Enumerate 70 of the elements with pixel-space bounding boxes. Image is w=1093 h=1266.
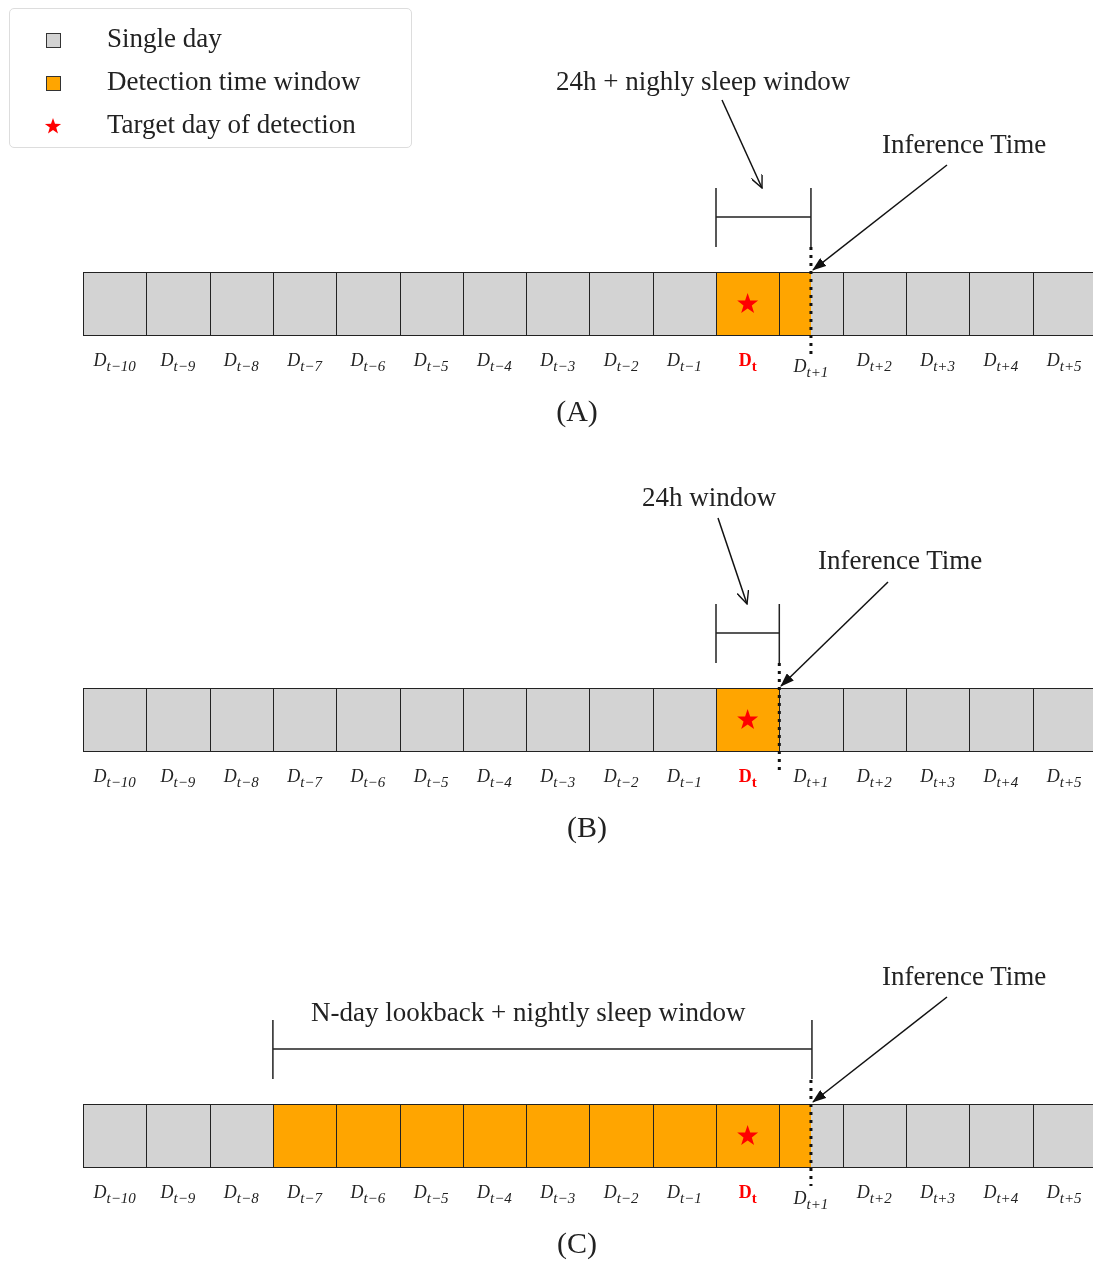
day-label: D$_{t+2}$ (856, 766, 892, 791)
leader-line (721, 99, 763, 189)
day-label: D$_{t−2}$ (603, 1182, 639, 1207)
day-label: D$_{t}$ (738, 1182, 757, 1207)
legend-text: Target day of detection (107, 109, 356, 140)
bracket (715, 603, 781, 664)
day-label: D$_{t−2}$ (603, 766, 639, 791)
day-label: D$_{t+1}$ (793, 1188, 829, 1213)
day-label: D$_{t−9}$ (160, 350, 196, 375)
day-label: D$_{t+1}$ (793, 766, 829, 791)
day-label: D$_{t−5}$ (413, 350, 449, 375)
day-label: D$_{t−9}$ (160, 1182, 196, 1207)
panel-label: (B) (567, 810, 607, 844)
day-label: D$_{t+1}$ (793, 356, 829, 381)
annotation-text: Inference Time (882, 129, 1047, 160)
day-label: D$_{t}$ (738, 766, 757, 791)
day-label: D$_{t+5}$ (1046, 766, 1082, 791)
day-label: D$_{t−3}$ (540, 350, 576, 375)
day-label: D$_{t+3}$ (920, 350, 955, 375)
day-label: D$_{t−10}$ (93, 350, 136, 375)
day-label: D$_{t−9}$ (160, 766, 196, 791)
day-label: D$_{t+2}$ (856, 350, 892, 375)
day-label: D$_{t+5}$ (1046, 1182, 1082, 1207)
day-label: D$_{t−1}$ (666, 766, 702, 791)
day-label: D$_{t+4}$ (983, 350, 1019, 375)
day-label: D$_{t−5}$ (413, 766, 449, 791)
day-label: D$_{t−4}$ (477, 350, 512, 375)
day-label: D$_{t−6}$ (350, 350, 386, 375)
day-label: D$_{t−10}$ (93, 1182, 136, 1207)
day-label: D$_{t−2}$ (603, 350, 639, 375)
annotation-text: Inference Time (818, 545, 983, 576)
day-label: D$_{t−4}$ (477, 1182, 512, 1207)
dotted-line (809, 1080, 813, 1186)
day-label: D$_{t−1}$ (666, 350, 702, 375)
day-label: D$_{t−1}$ (666, 1182, 702, 1207)
day-label: D$_{t−7}$ (287, 1182, 322, 1207)
bracket (715, 187, 812, 248)
day-label: D$_{t−6}$ (350, 766, 386, 791)
day-label: D$_{t−4}$ (477, 766, 512, 791)
day-label: D$_{t−3}$ (540, 766, 576, 791)
day-label: D$_{t−3}$ (540, 1182, 576, 1207)
day-label: D$_{t+4}$ (983, 766, 1019, 791)
leader-line (717, 517, 750, 605)
day-label: D$_{t−8}$ (223, 1182, 259, 1207)
panel-label: (A) (556, 394, 598, 428)
day-label: D$_{t−7}$ (287, 350, 322, 375)
day-label: D$_{t}$ (738, 350, 757, 375)
day-label: D$_{t−5}$ (413, 1182, 449, 1207)
day-label: D$_{t−8}$ (223, 350, 259, 375)
day-label: D$_{t−8}$ (223, 766, 259, 791)
leader-line (812, 164, 948, 271)
bracket-label: N-day lookback + nightly sleep window (311, 997, 746, 1028)
day-label: D$_{t+4}$ (983, 1182, 1019, 1207)
panel-label: (C) (557, 1226, 597, 1260)
day-label: D$_{t−7}$ (287, 766, 322, 791)
dotted-line (777, 663, 781, 770)
leader-line (780, 581, 889, 687)
day-label: D$_{t+5}$ (1046, 350, 1082, 375)
annotation-text: 24h + nighly sleep window (556, 66, 851, 97)
legend-text: Single day (107, 23, 222, 54)
day-label: D$_{t+3}$ (920, 766, 955, 791)
legend-text: Detection time window (107, 66, 361, 97)
dotted-line (809, 247, 813, 355)
day-label: D$_{t−10}$ (93, 766, 136, 791)
annotation-text: 24h window (642, 482, 777, 513)
day-label: D$_{t+2}$ (856, 1182, 892, 1207)
day-label: D$_{t−6}$ (350, 1182, 386, 1207)
leader-line (812, 996, 948, 1103)
annotation-text: Inference Time (882, 961, 1047, 992)
day-label: D$_{t+3}$ (920, 1182, 955, 1207)
